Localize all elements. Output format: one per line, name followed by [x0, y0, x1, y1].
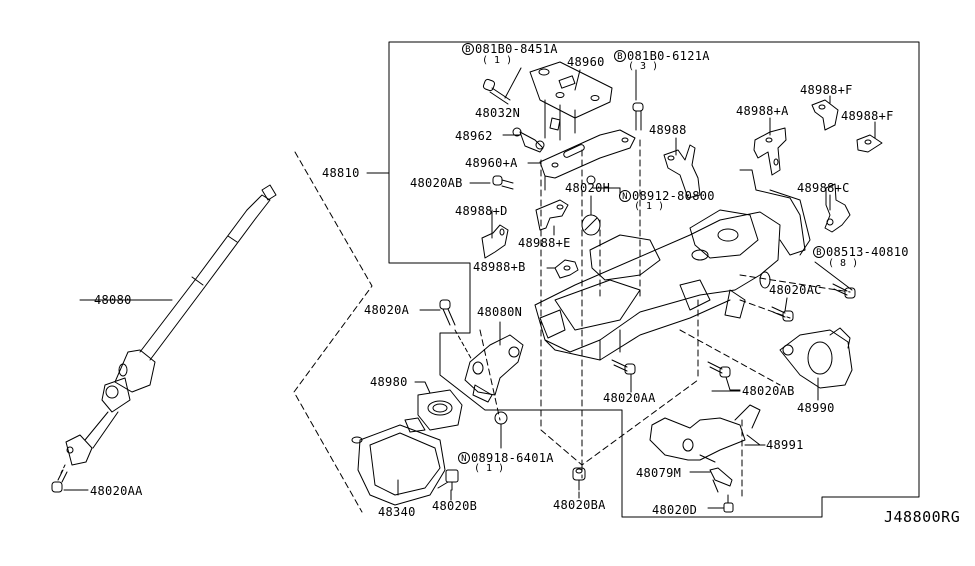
bracket-48988B — [554, 259, 579, 279]
part-label-48988E[interactable]: 48988+E — [518, 236, 571, 250]
part-label-48020A[interactable]: 48020A — [364, 303, 410, 317]
diagram-code: J48800RG — [884, 508, 961, 526]
assembly-frame — [388, 41, 920, 518]
part-label-48991[interactable]: 48991 — [766, 438, 804, 452]
part-label-48990[interactable]: 48990 — [797, 401, 835, 415]
intermediate-shaft-48080 — [59, 184, 277, 476]
part-label-48079M[interactable]: 48079M — [636, 466, 682, 480]
part-label-48960[interactable]: 48960 — [567, 55, 605, 69]
part-label-48988B[interactable]: 48988+B — [473, 260, 526, 274]
part-label-48020BA[interactable]: 48020BA — [553, 498, 606, 512]
part-label-48988F-2[interactable]: 48988+F — [841, 109, 894, 123]
bolt-symbol-icon: B — [614, 50, 626, 62]
bolt-48020AA-mid — [611, 359, 636, 391]
bolt-48020AB-mid — [707, 361, 741, 391]
part-label-48810[interactable]: 48810 — [322, 166, 360, 180]
part-label-48020AA-left[interactable]: 48020AA — [90, 484, 143, 498]
bracket-48988A — [753, 127, 787, 176]
nut-48020BA — [572, 467, 586, 491]
plate-48079M — [709, 467, 733, 493]
fastener-qty: ( 1 ) — [634, 201, 665, 212]
bolt-48020AC — [771, 306, 794, 322]
bracket-48988F-1 — [811, 99, 839, 131]
bracket-48988 — [663, 144, 701, 199]
part-label-48988D[interactable]: 48988+D — [455, 204, 508, 218]
part-label-48340[interactable]: 48340 — [378, 505, 416, 519]
part-label-48080[interactable]: 48080 — [94, 293, 132, 307]
bolt-48020A — [439, 299, 473, 361]
fastener-qty: ( 1 ) — [482, 55, 513, 66]
bolt-081B0-8451A — [482, 78, 511, 105]
bracket-48960A — [539, 129, 636, 191]
part-label-48960A[interactable]: 48960+A — [465, 156, 518, 170]
fastener-qty: ( 1 ) — [474, 463, 505, 474]
part-label-48080N[interactable]: 48080N — [477, 305, 523, 319]
bracket-48988E — [535, 199, 569, 231]
part-label-48020AA-mid[interactable]: 48020AA — [603, 391, 656, 405]
ring-48980 — [417, 389, 463, 431]
part-label-48988A[interactable]: 48988+A — [736, 104, 789, 118]
switch-48991 — [649, 404, 761, 463]
part-48962 — [512, 117, 561, 153]
bracket-48988C — [824, 183, 851, 233]
clip-48020B — [437, 469, 459, 491]
guide-lines-dashed — [479, 139, 851, 501]
fastener-qty: ( 8 ) — [828, 258, 859, 269]
bolt-081B0-6121A — [632, 102, 644, 131]
bracket-48960 — [529, 61, 613, 141]
lock-48990 — [779, 327, 853, 396]
nut-08918-6401A — [494, 411, 508, 443]
bracket-48988D — [481, 224, 509, 259]
steering-column-assembly — [534, 169, 811, 361]
bolt-symbol-icon: B — [813, 246, 825, 258]
shaft-envelope-dashed — [293, 151, 373, 513]
part-label-48988F-1[interactable]: 48988+F — [800, 83, 853, 97]
part-label-48032N[interactable]: 48032N — [475, 106, 521, 120]
part-label-48980[interactable]: 48980 — [370, 375, 408, 389]
bolt-48020AB-top — [492, 175, 514, 190]
boot-48340 — [351, 417, 446, 506]
part-label-48962[interactable]: 48962 — [455, 129, 493, 143]
nut-symbol-icon: N — [619, 190, 631, 202]
part-label-48020D[interactable]: 48020D — [652, 503, 698, 517]
part-label-48020AB-mid[interactable]: 48020AB — [742, 384, 795, 398]
bolt-symbol-icon: B — [462, 43, 474, 55]
part-label-48020B[interactable]: 48020B — [432, 499, 478, 513]
nut-symbol-icon: N — [458, 452, 470, 464]
part-label-48988[interactable]: 48988 — [649, 123, 687, 137]
bracket-48988F-2 — [856, 134, 883, 153]
part-label-48988C[interactable]: 48988+C — [797, 181, 850, 195]
bolt-48020AA-left — [51, 469, 89, 493]
leader-lines — [366, 67, 876, 509]
part-label-48020AC[interactable]: 48020AC — [769, 283, 822, 297]
fastener-qty: ( 3 ) — [628, 61, 659, 72]
bolt-48020D — [723, 494, 734, 513]
part-label-48020H[interactable]: 48020H — [565, 181, 611, 195]
part-label-48020AB-top[interactable]: 48020AB — [410, 176, 463, 190]
